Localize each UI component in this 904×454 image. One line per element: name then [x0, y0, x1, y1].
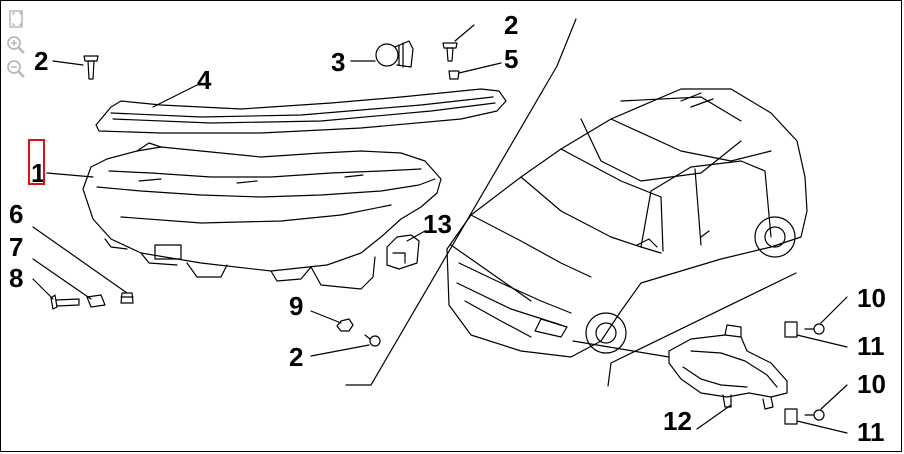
callout-11[interactable]: 11 — [857, 417, 885, 447]
callout-11[interactable]: 11 — [857, 331, 885, 361]
callout-10[interactable]: 10 — [857, 369, 886, 399]
screw-part[interactable] — [804, 409, 825, 421]
callout-5[interactable]: 5 — [504, 44, 518, 74]
screw-part[interactable] — [804, 323, 825, 335]
callout-13[interactable]: 13 — [423, 209, 452, 239]
divider-line-right — [607, 272, 797, 387]
vehicle-illustration — [446, 88, 808, 358]
screw-part[interactable] — [442, 42, 458, 62]
headlamp-assembly-part[interactable] — [82, 142, 442, 290]
callout-12[interactable]: 12 — [663, 406, 692, 436]
callout-6[interactable]: 6 — [9, 199, 23, 229]
callout-7[interactable]: 7 — [9, 232, 23, 262]
connector-part[interactable] — [386, 234, 420, 270]
screw-part[interactable] — [364, 334, 381, 347]
clip-part[interactable] — [784, 321, 798, 338]
callout-2[interactable]: 2 — [34, 46, 48, 76]
callout-2[interactable]: 2 — [504, 10, 518, 40]
callout-1[interactable]: 1 — [31, 158, 45, 188]
bolt-part[interactable] — [50, 294, 80, 310]
rivet-part[interactable] — [120, 292, 134, 304]
nut-part[interactable] — [336, 318, 354, 332]
screw-part[interactable] — [83, 55, 99, 80]
pin-part[interactable] — [86, 294, 106, 308]
callout-3[interactable]: 3 — [331, 47, 345, 77]
clip-part[interactable] — [784, 408, 798, 425]
fog-lamp-part[interactable] — [668, 324, 788, 410]
fit-page-icon[interactable] — [5, 9, 27, 29]
callout-4[interactable]: 4 — [197, 65, 212, 95]
zoom-out-icon[interactable] — [5, 59, 27, 79]
selected-callout-highlight — [28, 139, 45, 185]
callout-9[interactable]: 9 — [289, 291, 303, 321]
bulb-part[interactable] — [375, 40, 414, 68]
plug-part[interactable] — [448, 70, 460, 80]
callout-2[interactable]: 2 — [289, 342, 303, 372]
callout-8[interactable]: 8 — [9, 263, 23, 293]
zoom-in-icon[interactable] — [5, 35, 27, 55]
divider-line-left — [345, 18, 577, 386]
trim-strip-part[interactable] — [95, 88, 507, 134]
callout-10[interactable]: 10 — [857, 283, 886, 313]
